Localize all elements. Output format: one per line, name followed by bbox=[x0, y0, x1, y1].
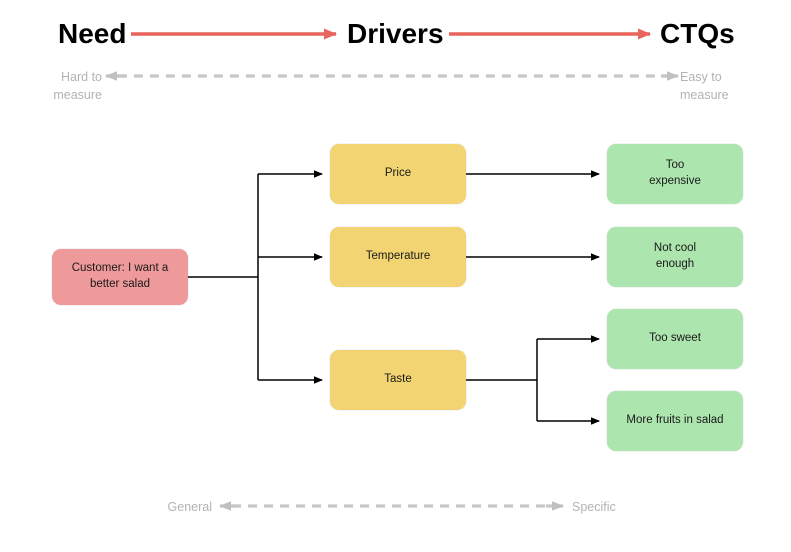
node-ctq-too-sweet[interactable]: Too sweet bbox=[607, 309, 743, 369]
column-header-need: Need bbox=[58, 18, 127, 49]
axis-caption-general: General bbox=[167, 500, 212, 514]
axis-caption-hard-to-measure: Hard to measure bbox=[53, 70, 102, 103]
column-header-ctqs: CTQs bbox=[660, 18, 735, 49]
node-ctq-too-expensive[interactable]: Too expensive bbox=[607, 144, 743, 204]
axis-caption-specific: Specific bbox=[572, 500, 616, 514]
axis-caption-easy-to-measure: Easy to measure bbox=[680, 70, 729, 103]
node-driver-temperature[interactable]: Temperature bbox=[330, 227, 466, 287]
node-need-customer[interactable]: Customer: I want a better salad bbox=[52, 249, 188, 305]
node-driver-taste[interactable]: Taste bbox=[330, 350, 466, 410]
column-header-drivers: Drivers bbox=[347, 18, 444, 49]
node-ctq-more-fruits-in-salad[interactable]: More fruits in salad bbox=[607, 391, 743, 451]
node-ctq-not-cool-enough[interactable]: Not cool enough bbox=[607, 227, 743, 287]
node-driver-price[interactable]: Price bbox=[330, 144, 466, 204]
